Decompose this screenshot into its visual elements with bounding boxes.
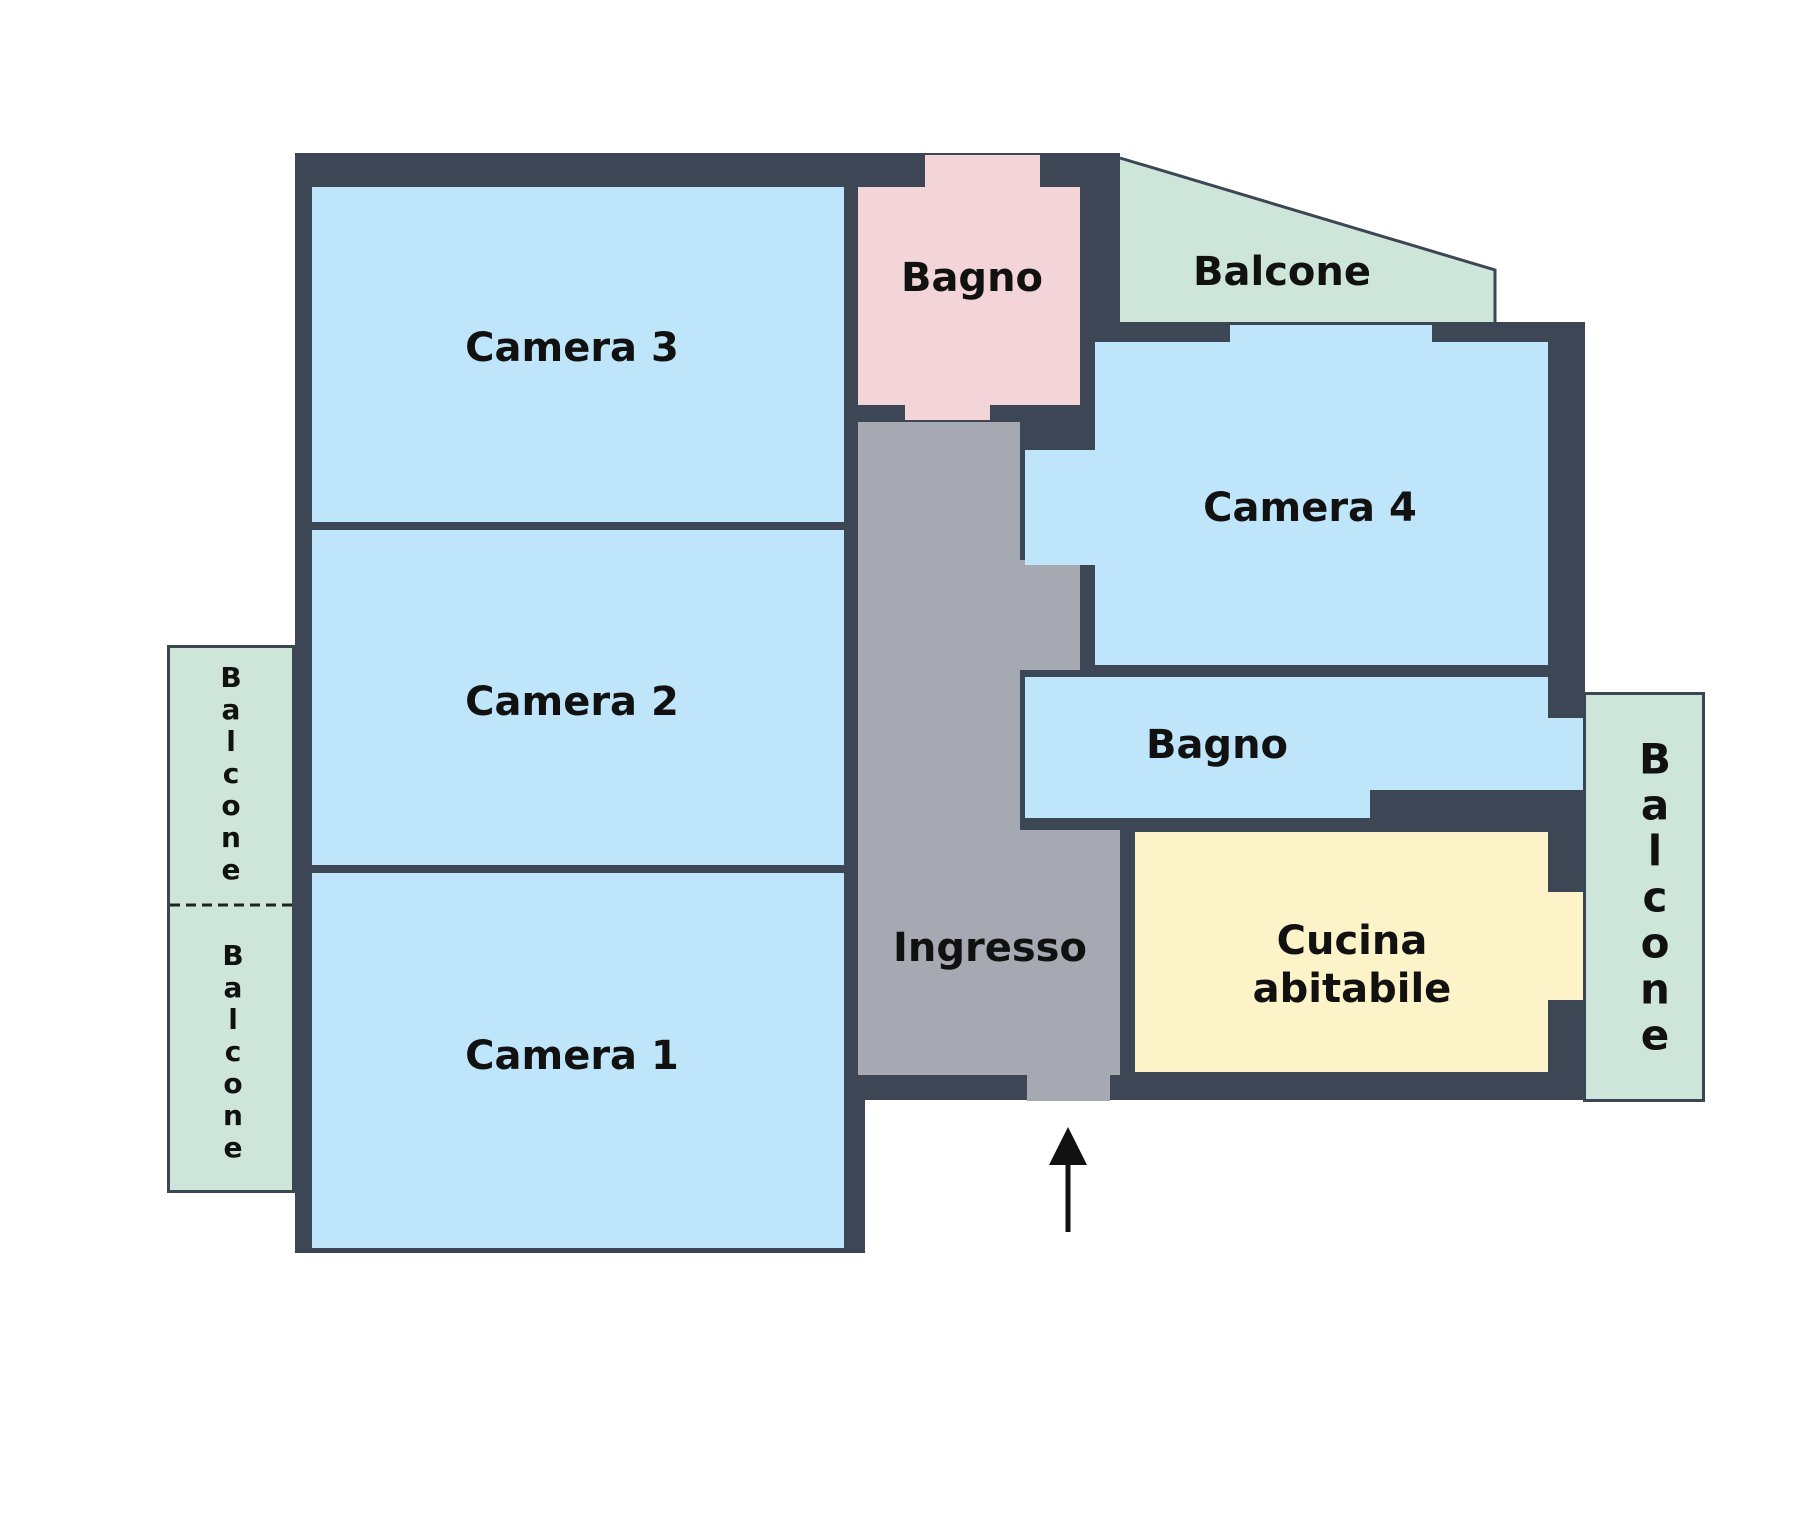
balcone-letter: n [1640,965,1670,1014]
left-balcony-area [170,648,292,1190]
balcone-letter: o [223,1067,242,1100]
room-camera-1 [312,873,844,1248]
label-cucina-line1: Cucina [1277,918,1428,964]
balcone-letter: n [221,821,241,854]
left-balconies [167,645,295,1193]
balcone-letter: c [1643,873,1668,922]
balcone-letter: B [222,939,243,972]
balcone-letter: B [1639,735,1671,784]
entrance-arrow-icon [1049,1127,1087,1232]
balcone-letter: n [223,1099,243,1132]
balcone-letter: c [223,757,240,790]
balcone-letter: B [220,661,241,694]
label-bagno-mid: Bagno [1146,722,1288,768]
room-camera-3 [312,187,844,522]
label-camera-3: Camera 3 [465,325,679,371]
right-balcony [1583,692,1705,1102]
room-camera-2 [312,530,844,865]
balcone-letter: l [226,725,236,758]
label-bagno-top: Bagno [901,255,1043,301]
room-ingresso [858,830,1120,1075]
balcone-letter: o [221,789,240,822]
top-balcony-area [1120,158,1495,322]
label-cucina-line2: abitabile [1253,966,1452,1012]
label-balcone-left-upper: Balcone [220,661,241,886]
room-bagno-mid [1025,677,1583,818]
right-balcony-area [1586,695,1702,1099]
room-cucina [1135,832,1583,1072]
label-camera-1: Camera 1 [465,1033,679,1079]
room-camera-4 [1025,325,1548,665]
room-corridor [858,422,1080,830]
balcone-letter: l [1648,827,1662,876]
label-balcone-right: Balcone [1639,735,1671,1060]
balcone-letter: a [224,971,243,1004]
balcone-letter: e [222,853,241,886]
label-balcone-left-lower: Balcone [222,939,243,1164]
rooms [312,155,1583,1248]
balcone-letter: l [228,1003,238,1036]
label-camera-4: Camera 4 [1203,485,1417,531]
top-balcony-edge [1119,156,1497,322]
balcone-letter: c [225,1035,242,1068]
balcone-letter: e [224,1131,243,1164]
balcone-letter: a [222,693,241,726]
entrance-door-gap [1027,1075,1110,1101]
balcone-letter: e [1641,1011,1670,1060]
room-bagno-top [858,155,1080,420]
room-labels: Camera 3 Camera 2 Camera 1 Camera 4 Bagn… [220,249,1671,1164]
balcone-letter: a [1641,781,1669,830]
label-balcone-top: Balcone [1193,249,1371,295]
label-ingresso: Ingresso [893,925,1087,971]
balcone-letter: o [1641,919,1670,968]
label-camera-2: Camera 2 [465,679,679,725]
